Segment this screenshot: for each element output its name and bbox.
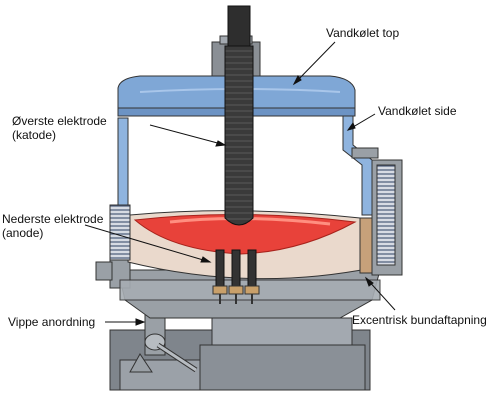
label-lower-electrode-sub: (anode) xyxy=(2,226,44,240)
upper-electrode xyxy=(224,5,254,226)
label-upper-electrode: Øverste elektrode xyxy=(12,114,107,128)
foundation xyxy=(109,317,371,391)
label-upper-electrode-sub: (katode) xyxy=(12,128,57,142)
leader-lines xyxy=(84,41,396,326)
left-side-panel xyxy=(109,117,131,261)
label-water-cooled-side: Vandkølet side xyxy=(378,104,457,118)
label-tilt-mechanism: Vippe anordning xyxy=(8,315,96,329)
bottom-electrodes xyxy=(212,249,260,304)
label-water-cooled-top: Vandkølet top xyxy=(326,26,400,40)
right-side-panel xyxy=(342,115,403,276)
label-eccentric-tap: Excentrisk bundaftapning xyxy=(352,313,487,327)
label-lower-electrode: Nederste elektrode xyxy=(2,212,104,226)
